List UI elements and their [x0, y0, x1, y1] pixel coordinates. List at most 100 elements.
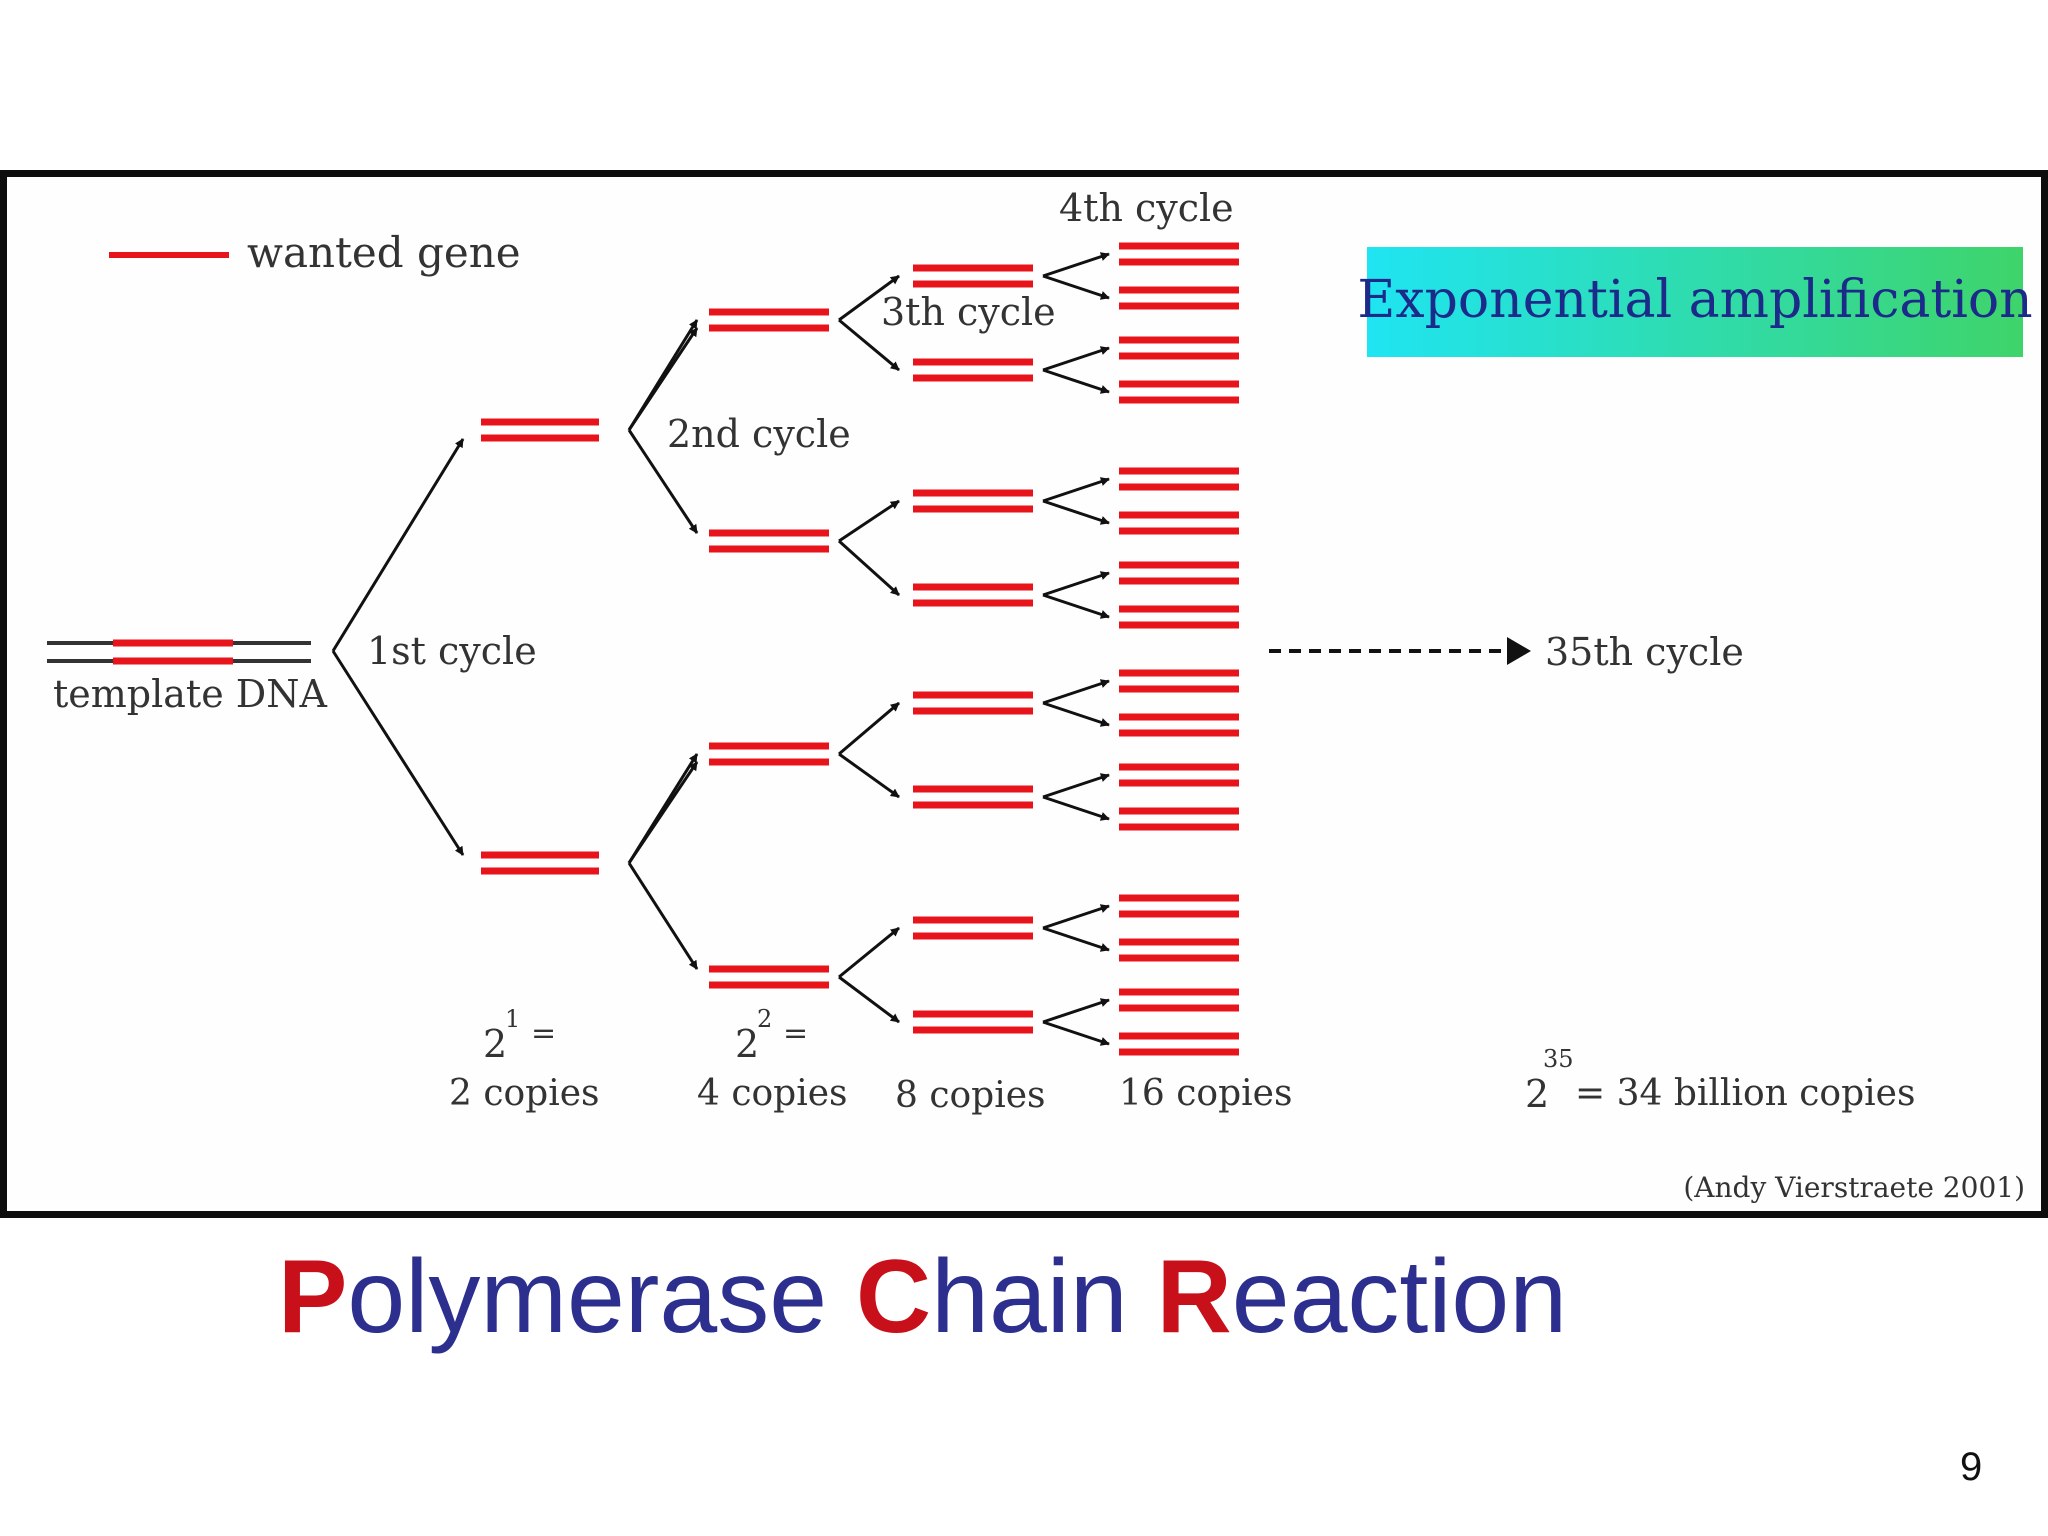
count-1-exponent: 1: [505, 1005, 520, 1033]
copy-cycle-3-4: [913, 583, 1033, 607]
copy-cycle-4-7: [1119, 561, 1239, 585]
cycle-arrow: [1042, 1020, 1110, 1046]
template-dna: [47, 639, 311, 665]
dashed-arrow-head: [1507, 637, 1531, 665]
cycle-arrow: [1042, 795, 1110, 821]
copy-cycle-3-6: [913, 785, 1033, 809]
count-final-exponent: 35: [1543, 1045, 1574, 1073]
count-2-exponent: 2: [757, 1005, 772, 1033]
copy-cycle-3-2: [913, 358, 1033, 382]
cycle-label-2nd: 2nd cycle: [667, 412, 851, 456]
cycle-arrows: [331, 252, 1110, 1046]
copy-cycle-3-1: [913, 264, 1033, 288]
cycle-arrow: [1042, 679, 1110, 705]
copy-cycle-1-2: [481, 851, 599, 875]
cycle-arrow: [1042, 773, 1110, 799]
copy-cycle-4-5: [1119, 467, 1239, 491]
cycle-arrow: [627, 761, 699, 864]
cycle-arrow: [1042, 904, 1110, 930]
count-cycle-3: 8 copies: [895, 1075, 1046, 1116]
count-2-equals: =: [783, 1016, 808, 1051]
title-letter-p: P: [278, 1239, 348, 1355]
cycle-arrow: [838, 499, 900, 543]
exponential-banner-label: Exponential amplification: [1357, 270, 2032, 330]
title-letter-c: C: [856, 1239, 932, 1355]
copy-cycle-2-3: [709, 742, 829, 766]
cycle-arrow: [838, 701, 900, 756]
copy-cycle-3-7: [913, 916, 1033, 940]
copy-cycle-3-8: [913, 1010, 1033, 1034]
cycle-arrow: [1042, 477, 1110, 503]
copy-cycle-4-9: [1119, 669, 1239, 693]
page-number: 9: [1960, 1445, 1983, 1489]
cycle-arrow: [838, 926, 900, 979]
cycle-arrow: [1042, 701, 1110, 727]
copy-cycle-1-1: [481, 418, 599, 442]
cycle-arrow: [627, 327, 699, 431]
copy-cycle-4-1: [1119, 242, 1239, 266]
cycle-arrow: [1042, 252, 1110, 278]
cycle-arrow: [1042, 368, 1110, 394]
cycle-arrow: [1042, 274, 1110, 300]
cycle-arrow: [331, 650, 465, 856]
copy-cycle-3-5: [913, 691, 1033, 715]
copy-cycle-4-13: [1119, 894, 1239, 918]
copy-cycle-4-10: [1119, 713, 1239, 737]
cycle-arrow: [1042, 499, 1110, 525]
count-final-text: = 34 billion copies: [1575, 1073, 1915, 1114]
cycle-arrow: [838, 975, 900, 1024]
template-dna-label: template DNA: [53, 672, 327, 716]
credit: (Andy Vierstraete 2001): [1683, 1171, 2025, 1204]
cycle-label-1st: 1st cycle: [367, 629, 537, 673]
copy-cycle-4-6: [1119, 511, 1239, 535]
title-rest-r: eaction: [1231, 1239, 1568, 1355]
cycle-arrow: [1042, 571, 1110, 597]
legend-label: wanted gene: [247, 228, 521, 277]
pcr-diagram: wanted gene template DNA 1st cycle 2nd c…: [47, 186, 2033, 1204]
count-2-base: 2: [735, 1022, 759, 1066]
copy-cycle-4-14: [1119, 938, 1239, 962]
copy-cycle-4-15: [1119, 988, 1239, 1012]
copy-cycle-4-3: [1119, 336, 1239, 360]
count-cycle-2: 2 2 = 4 copies: [697, 1005, 848, 1114]
cycle-arrow: [837, 539, 901, 597]
title-letter-r: R: [1156, 1239, 1232, 1355]
cycle-arrow: [1042, 346, 1110, 372]
copy-cycle-2-2: [709, 529, 829, 553]
count-cycle-4: 16 copies: [1119, 1073, 1292, 1114]
cycle-label-35th: 35th cycle: [1545, 630, 1744, 674]
count-1-base: 2: [483, 1022, 507, 1066]
copy-cycle-4-4: [1119, 380, 1239, 404]
copy-cycle-3-3: [913, 489, 1033, 513]
title-rest-c: hain: [931, 1239, 1157, 1355]
copy-cycle-4-2: [1119, 286, 1239, 310]
cycle-arrow: [627, 429, 699, 534]
cycle-arrow: [1042, 593, 1110, 619]
count-cycle-1: 2 1 = 2 copies: [449, 1005, 600, 1114]
copy-cycle-2-4: [709, 965, 829, 989]
copy-cycle-4-12: [1119, 807, 1239, 831]
cycle-arrow: [838, 318, 900, 372]
pcr-figure: wanted gene template DNA 1st cycle 2nd c…: [0, 170, 2048, 1218]
cycle-arrow: [1042, 926, 1110, 952]
exponential-banner: [1367, 247, 2023, 357]
cycle-arrow: [331, 438, 465, 652]
cycle-arrow: [1042, 998, 1110, 1024]
slide-title: Polymerase Chain Reaction: [278, 1235, 1567, 1360]
cycle-label-4th: 4th cycle: [1059, 186, 1234, 230]
cycle-arrow: [627, 862, 699, 970]
count-1-text: 2 copies: [449, 1073, 600, 1114]
copy-cycle-2-1: [709, 308, 829, 332]
copy-cycle-4-16: [1119, 1032, 1239, 1056]
count-final: 2 35 = 34 billion copies: [1525, 1045, 1915, 1116]
cycle-label-3th: 3th cycle: [881, 290, 1056, 334]
count-2-text: 4 copies: [697, 1073, 848, 1114]
count-1-equals: =: [531, 1016, 556, 1051]
cycle-arrow: [838, 274, 900, 322]
copy-cycle-4-11: [1119, 763, 1239, 787]
title-rest-p: olymerase: [347, 1239, 856, 1355]
count-final-base: 2: [1525, 1072, 1549, 1116]
copy-cycle-4-8: [1119, 605, 1239, 629]
cycle-arrow: [838, 752, 900, 799]
dna-copies: [481, 242, 1239, 1056]
